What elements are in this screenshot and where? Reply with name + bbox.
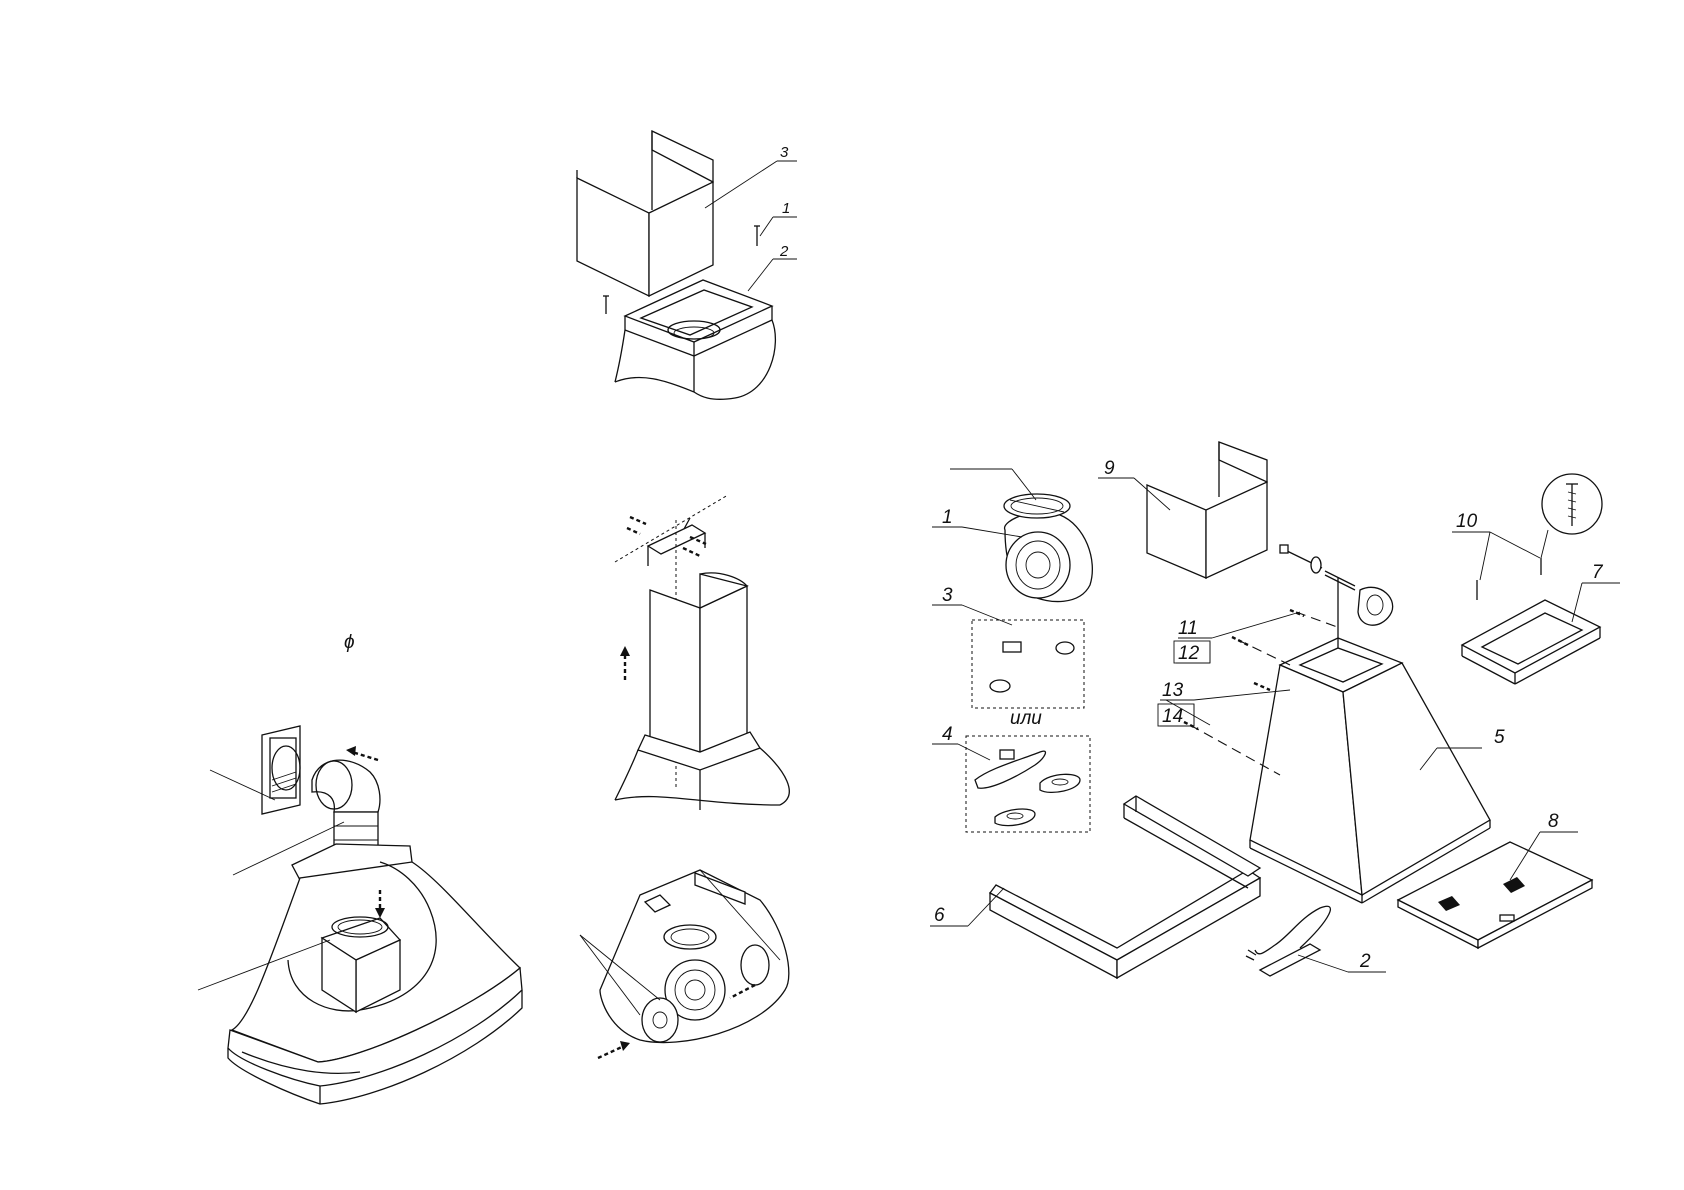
part-fasteners-kit — [972, 620, 1084, 708]
label-part-6: 6 — [934, 905, 945, 926]
label-part-7: 7 — [1592, 562, 1604, 583]
part-fan-motor — [1004, 494, 1092, 602]
label-part-10: 10 — [1456, 511, 1478, 532]
label-part-1: 1 — [942, 507, 953, 528]
part-upper-chimney — [1147, 442, 1267, 578]
label-part-8: 8 — [1548, 811, 1559, 832]
fan-inside-hood-detail — [580, 870, 789, 1058]
part-filter-kit — [966, 736, 1090, 832]
label-bracket: 2 — [779, 243, 789, 260]
part-wall-screws — [1477, 474, 1602, 600]
hood-duct-detail: ϕ — [198, 632, 522, 1104]
label-part-3: 3 — [942, 585, 953, 606]
label-screw: 1 — [782, 200, 790, 217]
chimney-mounting-detail — [615, 495, 789, 810]
label-part-12: 12 — [1178, 643, 1200, 664]
or-text: или — [1010, 708, 1042, 729]
exploded-view: или — [930, 442, 1620, 978]
label-part-5: 5 — [1494, 727, 1505, 748]
label-part-14: 14 — [1162, 706, 1183, 727]
part-small-frame — [1462, 600, 1600, 684]
label-part-2: 2 — [1359, 951, 1371, 972]
part-base-frame — [990, 796, 1260, 978]
diameter-symbol: ϕ — [344, 632, 355, 653]
label-cover: 3 — [780, 144, 789, 161]
part-hood-body — [1250, 578, 1490, 903]
label-part-13: 13 — [1162, 680, 1184, 701]
label-part-9: 9 — [1104, 458, 1115, 479]
part-grease-filter — [1398, 842, 1592, 948]
label-part-11: 11 — [1178, 618, 1198, 639]
part-power-cord — [1246, 906, 1330, 976]
label-part-4: 4 — [942, 724, 953, 745]
chimney-top-detail: 3 1 2 — [577, 131, 797, 399]
